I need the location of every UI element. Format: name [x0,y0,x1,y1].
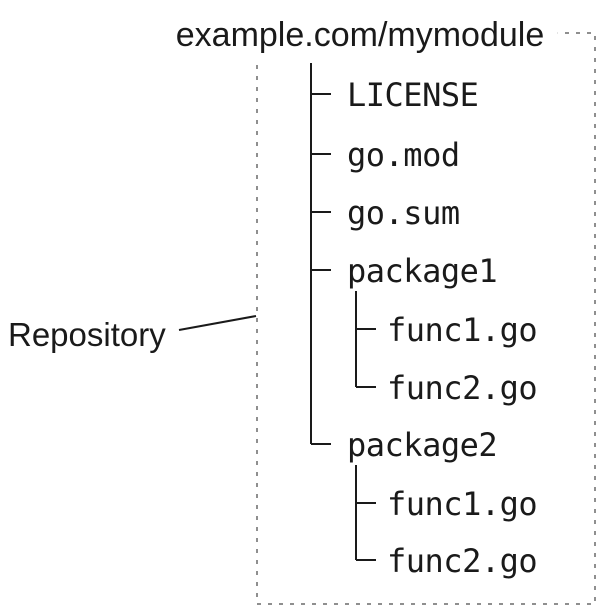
tree-item-label: func2.go [387,542,538,580]
tree-item-label: package1 [347,252,498,290]
repository-pointer-line [178,315,257,331]
repository-label: Repository [8,316,166,353]
tree-item-label: func1.go [387,311,538,349]
tree-item-label: func2.go [387,369,538,407]
tree-item-label: go.mod [347,136,460,174]
tree-item-label: go.sum [347,194,460,232]
module-path-title: example.com/mymodule [161,11,559,60]
tree-item-label: func1.go [387,485,538,523]
tree-item-label: package2 [347,426,498,464]
tree-item-label: LICENSE [347,76,479,114]
